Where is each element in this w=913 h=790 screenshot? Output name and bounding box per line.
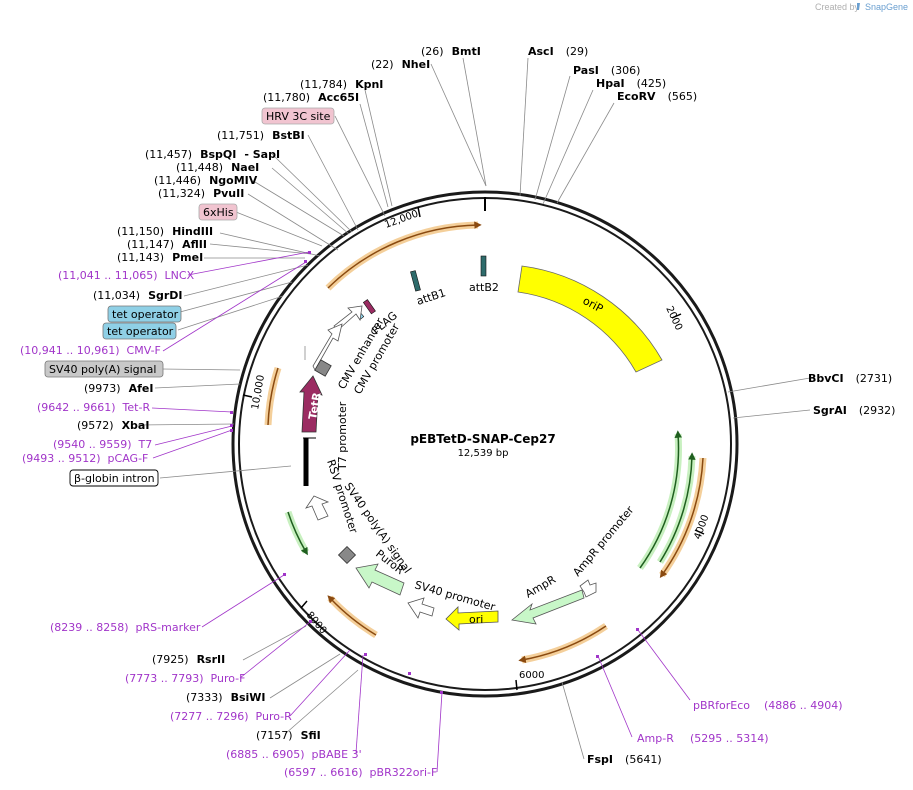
primer-marks [230, 251, 639, 694]
feature-label-AmpR: AmpR [523, 573, 558, 601]
site-label-ecorv[interactable]: EcoRV(565) [617, 90, 697, 103]
site-label-pvuii[interactable]: (11,324)PvuII [158, 187, 244, 200]
green-arcs [284, 430, 696, 571]
feature-sv40-promoter[interactable] [407, 597, 435, 619]
primer-label-pbrforeco-name[interactable]: pBRforEco [693, 699, 750, 712]
primer-leader-lines [151, 251, 691, 773]
box-sv40-polya[interactable] [44, 360, 164, 378]
site-leader-lines [137, 57, 811, 760]
site-label-bstbi[interactable]: (11,751)BstBI [217, 129, 305, 142]
snapgene-icon [857, 3, 860, 10]
feature-label-attB2: attB2 [469, 281, 499, 294]
site-label-fspi[interactable]: FspI(5641) [587, 753, 662, 766]
site-label-sfii[interactable]: (7157)SfiI [256, 729, 321, 742]
primer-label-puro-f[interactable]: (7773 .. 7793) Puro-F [125, 672, 245, 685]
box-label-beta-globin-intron: β-globin intron [74, 472, 155, 485]
primer-label-tet-r[interactable]: (9642 .. 9661) Tet-R [37, 401, 150, 414]
primer-label-t7[interactable]: (9540 .. 9559) T7 [53, 438, 152, 451]
box-hrv3c[interactable] [261, 107, 335, 125]
site-label-acc65i[interactable]: (11,780)Acc65I [263, 91, 359, 104]
site-label-asci[interactable]: AscI(29) [528, 45, 588, 58]
feature-rsv-promoter[interactable] [305, 495, 330, 521]
box-label-6xhis: 6xHis [203, 206, 234, 219]
feature-label-ori: ori [469, 613, 483, 626]
site-label-nhei[interactable]: (22)NheI [371, 58, 430, 71]
tick-label-10000: 10,000 [250, 374, 267, 410]
feature-PuroR[interactable] [355, 563, 405, 596]
tick-label-6000: 6000 [519, 670, 544, 681]
site-label-bmti[interactable]: (26)BmtI [421, 45, 481, 58]
feature-ampr-promoter[interactable] [579, 579, 597, 598]
site-label-ngomiv[interactable]: (11,446)NgoMIV [154, 174, 258, 187]
primer-label-pbrforeco-pos: (4886 .. 4904) [764, 699, 843, 712]
primer-label-cmv-f[interactable]: (10,941 .. 10,961) CMV-F [20, 344, 161, 357]
feature-oriP[interactable] [517, 265, 663, 373]
tick-marks [242, 206, 705, 691]
primer-label-puro-r[interactable]: (7277 .. 7296) Puro-R [170, 710, 292, 723]
site-label-bsiwi[interactable]: (7333)BsiWI [186, 691, 266, 704]
site-label-sgrai[interactable]: SgrAI(2932) [813, 404, 895, 417]
primer-label-amp-r-name[interactable]: Amp-R [637, 732, 674, 745]
primer-label-amp-r-pos: (5295 .. 5314) [690, 732, 769, 745]
box-label-sv40-polya: SV40 poly(A) signal [49, 363, 156, 376]
backbone-outer [231, 190, 739, 698]
feature-label-TetR: TetR [306, 391, 324, 421]
site-label-pmei[interactable]: (11,143)PmeI [117, 251, 203, 264]
box-6xhis[interactable] [198, 203, 238, 221]
feature-attB1[interactable] [410, 270, 421, 292]
site-label-aflii[interactable]: (11,147)AflII [127, 238, 207, 251]
feature-ori[interactable] [445, 606, 499, 631]
feature-TetR[interactable] [299, 375, 323, 433]
site-label-naei[interactable]: (11,448)NaeI [176, 161, 259, 174]
feature-label-ampr-promoter: AmpR promoter [570, 503, 636, 579]
feature-flag[interactable] [362, 299, 376, 315]
credit-prefix: Created by [815, 2, 860, 12]
map-length: 12,539 bp [458, 448, 509, 459]
site-label-afei[interactable]: (9973)AfeI [84, 382, 153, 395]
primer-label-prs-marker[interactable]: (8239 .. 8258) pRS-marker [50, 621, 201, 634]
primer-label-pcag-f[interactable]: (9493 .. 9512) pCAG-F [22, 452, 148, 465]
feature-attB2[interactable] [480, 255, 487, 277]
map-title: pEBTetD-SNAP-Cep27 [410, 432, 555, 446]
feature-gray-block-2 [337, 545, 357, 565]
tick-label-2000: 2000 [663, 305, 684, 333]
box-label-tet-operator-2: tet operator [107, 325, 174, 338]
box-tet-operator-2[interactable] [102, 322, 177, 340]
snapgene-logo-text[interactable]: SnapGene [865, 2, 908, 12]
box-label-hrv3c: HRV 3C site [266, 110, 331, 123]
site-label-sgrdi[interactable]: (11,034)SgrDI [93, 289, 183, 302]
site-label-hindiii[interactable]: (11,150)HindIII [117, 225, 213, 238]
site-label-hpai[interactable]: HpaI(425) [596, 77, 666, 90]
site-label-kpni[interactable]: (11,784)KpnI [300, 78, 383, 91]
feature-AmpR[interactable] [511, 589, 585, 625]
primer-label-pbr322ori-f[interactable]: (6597 .. 6616) pBR322ori-F [284, 766, 437, 779]
site-label-bbvci[interactable]: BbvCI(2731) [808, 372, 892, 385]
site-label-pasi[interactable]: PasI(306) [573, 64, 640, 77]
site-label-rsrii[interactable]: (7925)RsrII [152, 653, 225, 666]
feature-cmv-promoter[interactable] [312, 323, 343, 371]
primer-label-lncx[interactable]: (11,041 .. 11,065) LNCX [58, 269, 195, 282]
box-beta-globin-intron[interactable] [69, 469, 159, 487]
box-label-tet-operator-1: tet operator [112, 308, 179, 321]
orange-arcs [264, 221, 707, 664]
feature-label-t7-promoter: T7 promoter [336, 401, 349, 471]
box-tet-operator-1[interactable] [107, 305, 182, 323]
feature-gray-block-1 [314, 359, 332, 377]
site-label-bspqi[interactable]: (11,457)BspQI- SapI [145, 148, 280, 161]
primer-label-pbabe3[interactable]: (6885 .. 6905) pBABE 3' [226, 748, 362, 761]
site-label-xbai[interactable]: (9572)XbaI [77, 419, 149, 432]
